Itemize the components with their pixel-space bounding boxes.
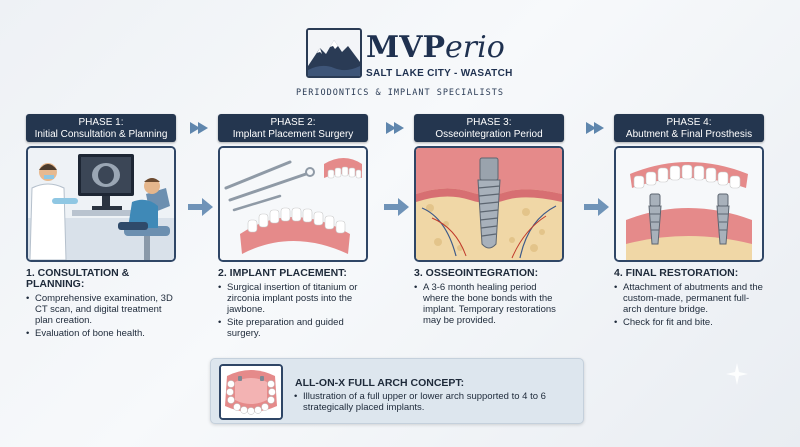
phase-4-card: PHASE 4: Abutment & Final Prosthesis <box>614 114 764 330</box>
tagline: PERIODONTICS & IMPLANT SPECIALISTS <box>296 88 504 98</box>
phase-1-label: PHASE 1: Initial Consultation & Planning <box>26 114 176 142</box>
phase-4-label: PHASE 4: Abutment & Final Prosthesis <box>614 114 764 142</box>
brand-location: SALT LAKE CITY - WASATCH <box>366 68 513 79</box>
callout-title: ALL-ON-X FULL ARCH CONCEPT: <box>295 377 465 389</box>
phase-1-card: PHASE 1: Initial Consultation & Planning <box>26 114 176 341</box>
list-item: Surgical insertion of titanium or zircon… <box>218 282 368 315</box>
arrow-right-icon <box>584 198 609 216</box>
osseointegration-illustration <box>414 146 564 262</box>
phase-3-label: PHASE 3: Osseointegration Period <box>414 114 564 142</box>
consultation-illustration <box>26 146 176 262</box>
phase-3-card: PHASE 3: Osseointegration Period <box>414 114 564 328</box>
arrow-right-icon <box>384 198 409 216</box>
phase-2-card: PHASE 2: Implant Placement Surgery <box>218 114 368 341</box>
list-item: Evaluation of bone health. <box>26 328 176 339</box>
mountain-icon <box>306 28 362 78</box>
arrow-right-icon <box>188 198 213 216</box>
brand-name: MVPerio <box>366 30 505 65</box>
arrow-right-icon <box>586 122 604 134</box>
surgery-illustration <box>218 146 368 262</box>
list-item: Attachment of abutments and the custom-m… <box>614 282 764 315</box>
list-item: Site preparation and guided surgery. <box>218 317 368 339</box>
brand-logo: MVPerio SALT LAKE CITY - WASATCH <box>306 26 512 98</box>
phase-2-label: PHASE 2: Implant Placement Surgery <box>218 114 368 142</box>
arrow-right-icon <box>190 122 208 134</box>
list-item: Comprehensive examination, 3D CT scan, a… <box>26 293 176 326</box>
phase-1-description: 1. CONSULTATION & PLANNING: Comprehensiv… <box>26 268 176 340</box>
arrow-right-icon <box>386 122 404 134</box>
all-on-x-callout: ALL-ON-X FULL ARCH CONCEPT: Illustration… <box>210 358 584 424</box>
sparkle-icon <box>726 363 748 385</box>
list-item: A 3-6 month healing period where the bon… <box>414 282 564 326</box>
phase-4-description: 4. FINAL RESTORATION: Attachment of abut… <box>614 268 764 329</box>
restoration-illustration <box>614 146 764 262</box>
phase-3-description: 3. OSSEOINTEGRATION: A 3-6 month healing… <box>414 268 564 327</box>
list-item: Check for fit and bite. <box>614 317 764 328</box>
full-arch-illustration <box>219 364 283 420</box>
phase-2-description: 2. IMPLANT PLACEMENT: Surgical insertion… <box>218 268 368 340</box>
callout-body: Illustration of a full upper or lower ar… <box>294 391 573 413</box>
